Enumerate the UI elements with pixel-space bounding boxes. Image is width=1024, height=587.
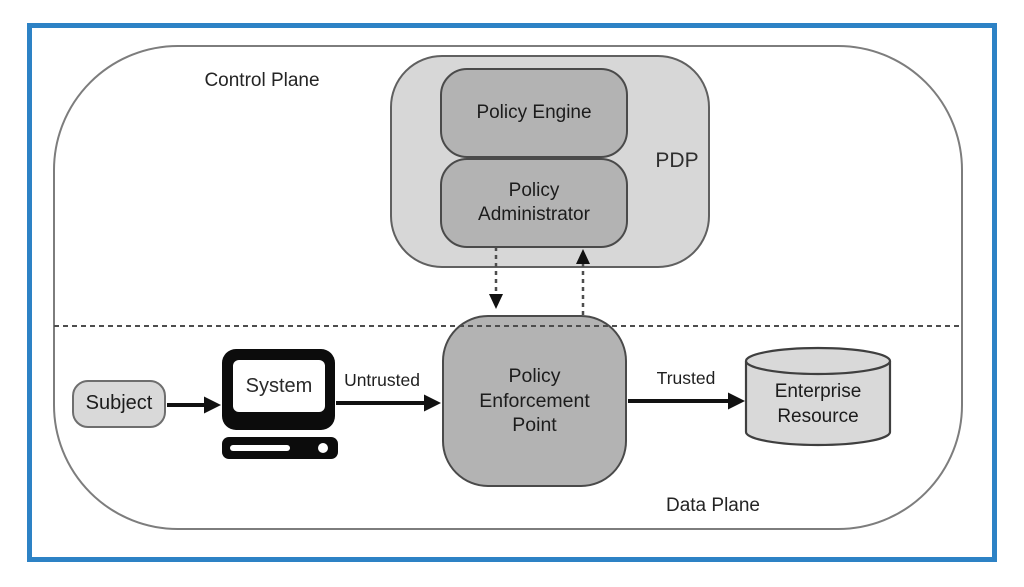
policy-administrator-box: Policy Administrator — [440, 158, 628, 248]
policy-enforcement-point-label: Policy Enforcement Point — [479, 364, 590, 437]
computer-base-slot — [230, 445, 290, 451]
database-cylinder-icon — [744, 346, 892, 447]
computer-base-button — [318, 443, 328, 453]
subject-box: Subject — [72, 380, 166, 428]
outer-blue-frame — [27, 23, 997, 562]
policy-administrator-label: Policy Administrator — [478, 179, 590, 225]
pdp-container: Policy Engine Policy Administrator PDP — [390, 55, 710, 268]
pdp-label: PDP — [655, 149, 699, 172]
system-label: System — [245, 374, 313, 397]
subject-label: Subject — [85, 392, 153, 415]
cylinder-body — [744, 361, 892, 447]
control-plane-label: Control Plane — [204, 70, 320, 91]
computer-icon: System — [222, 349, 335, 430]
computer-base-icon — [222, 437, 338, 459]
policy-enforcement-point-box: Policy Enforcement Point — [442, 315, 627, 487]
enterprise-resource-text: Enterprise Resource — [774, 381, 862, 427]
policy-engine-box: Policy Engine — [440, 68, 628, 158]
policy-engine-label: Policy Engine — [476, 101, 592, 123]
computer-screen: System — [233, 360, 325, 412]
cylinder-top — [744, 346, 892, 376]
enterprise-resource-label: Enterprise Resource — [756, 380, 880, 429]
trusted-label: Trusted — [656, 368, 716, 388]
data-plane-label: Data Plane — [665, 495, 760, 516]
enterprise-boundary-outline — [53, 45, 963, 530]
untrusted-label: Untrusted — [344, 370, 420, 390]
